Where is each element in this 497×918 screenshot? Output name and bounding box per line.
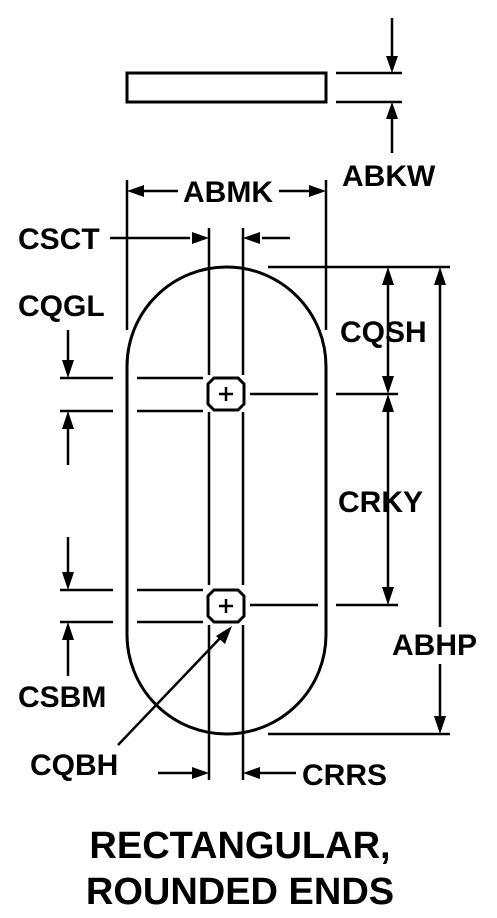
abhp-arrow-top	[434, 267, 446, 285]
hole-centerlines	[207, 228, 245, 780]
label-csbm: CSBM	[18, 681, 106, 714]
right-dimensions	[268, 265, 450, 736]
crky-arrow-bottom	[382, 587, 394, 605]
crky-arrow-top	[382, 394, 394, 412]
cqbh-leader	[117, 626, 232, 746]
label-abhp: ABHP	[392, 629, 477, 662]
csbm-dimension	[62, 537, 74, 676]
label-cqsh: CQSH	[340, 316, 427, 349]
label-abmk: ABMK	[183, 176, 273, 209]
lower-hole	[206, 588, 246, 624]
abkw-arrow-bottom	[386, 102, 398, 119]
upper-hole-lines	[60, 376, 398, 413]
csbm-arrow-top	[62, 572, 74, 590]
csct-arrow-left	[192, 232, 209, 244]
abmk-arrow-left	[127, 185, 144, 197]
side-view	[125, 18, 402, 153]
abmk-dimension	[125, 180, 328, 330]
rounded-rectangle-outline	[125, 265, 328, 736]
csbm-arrow-bottom	[62, 622, 74, 640]
side-view-bar	[125, 71, 328, 104]
label-crrs: CRRS	[302, 759, 387, 792]
cqsh-arrow-bottom	[382, 376, 394, 394]
label-csct: CSCT	[18, 223, 100, 256]
cqgl-arrow-bottom	[62, 411, 74, 429]
label-cqbh: CQBH	[30, 749, 118, 782]
abkw-arrow-top	[386, 56, 398, 73]
upper-hole-outline	[206, 376, 246, 412]
abmk-arrow-right	[309, 185, 326, 197]
csct-dimension	[110, 232, 290, 244]
label-crky: CRKY	[338, 486, 423, 519]
label-cqgl: CQGL	[18, 290, 105, 323]
cqbh-leader-line	[117, 633, 225, 746]
cqgl-arrow-top	[62, 360, 74, 378]
lower-hole-lines	[60, 588, 398, 624]
csct-arrow-right	[243, 232, 260, 244]
cqsh-arrow-top	[382, 267, 394, 285]
crrs-arrow-left	[192, 767, 209, 779]
lower-hole-outline	[206, 588, 246, 624]
upper-hole	[206, 376, 246, 412]
title-line-2: ROUNDED ENDS	[86, 871, 394, 913]
part-outline	[125, 265, 328, 736]
title-line-1: RECTANGULAR,	[89, 825, 390, 867]
cqbh-arrow	[216, 626, 232, 644]
abhp-arrow-bottom	[434, 716, 446, 734]
cqgl-dimension	[62, 330, 74, 465]
crrs-arrow-right	[243, 767, 260, 779]
crrs-dimension	[158, 767, 296, 779]
label-abkw: ABKW	[342, 160, 436, 193]
